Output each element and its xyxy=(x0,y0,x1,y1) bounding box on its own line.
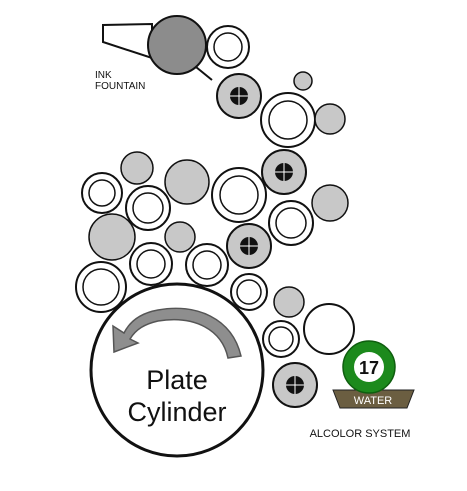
roller-white-inner xyxy=(132,192,164,224)
ink-fountain-roller xyxy=(147,15,207,75)
roller-white-inner xyxy=(268,326,294,352)
rotation-arrow xyxy=(112,307,242,359)
roller-white-inner xyxy=(275,207,307,239)
roller-white-inner xyxy=(82,268,120,306)
ink-fountain-label-line2: FOUNTAIN xyxy=(95,81,145,92)
ink-fountain xyxy=(102,15,213,81)
plate-label-line2: Cylinder xyxy=(127,397,226,427)
roller-gray xyxy=(88,213,136,261)
oscillator-roller xyxy=(216,73,262,119)
roller-white xyxy=(303,303,355,355)
ink-fountain-pan xyxy=(102,22,153,60)
roller-gray xyxy=(314,103,346,135)
roller-white-inner xyxy=(136,249,166,279)
ink-fountain-label-line1: INK xyxy=(95,70,112,81)
water-label: WATER xyxy=(354,395,393,407)
oscillator-roller xyxy=(272,362,318,408)
roller-white-inner xyxy=(192,250,222,280)
oscillator-roller xyxy=(261,149,307,195)
water-pan xyxy=(332,389,415,409)
roller-gray xyxy=(311,184,349,222)
roller-white-inner xyxy=(219,175,259,215)
roller-gray xyxy=(164,221,196,253)
plate-cylinder: Plate Cylinder xyxy=(89,282,265,458)
alcolor-system: WATER 17 ALCOLOR SYSTEM xyxy=(310,340,415,440)
roller-train xyxy=(75,25,355,358)
roller-gray xyxy=(164,159,210,205)
roller-gray xyxy=(120,151,154,185)
roller-white-inner xyxy=(268,100,308,140)
roller-gray xyxy=(273,286,305,318)
plate-label-line1: Plate xyxy=(146,365,208,395)
roller-white-inner xyxy=(213,32,243,62)
alcolor-badge-inner xyxy=(354,352,384,382)
roller-gray xyxy=(293,71,313,91)
oscillator-rollers xyxy=(216,73,318,408)
roller-white-inner xyxy=(236,279,262,305)
badge-number: 17 xyxy=(359,358,379,378)
roller-white-inner xyxy=(88,179,116,207)
alcolor-system-label: ALCOLOR SYSTEM xyxy=(310,428,411,440)
ink-fountain-blade xyxy=(195,66,213,81)
oscillator-roller xyxy=(226,223,272,269)
